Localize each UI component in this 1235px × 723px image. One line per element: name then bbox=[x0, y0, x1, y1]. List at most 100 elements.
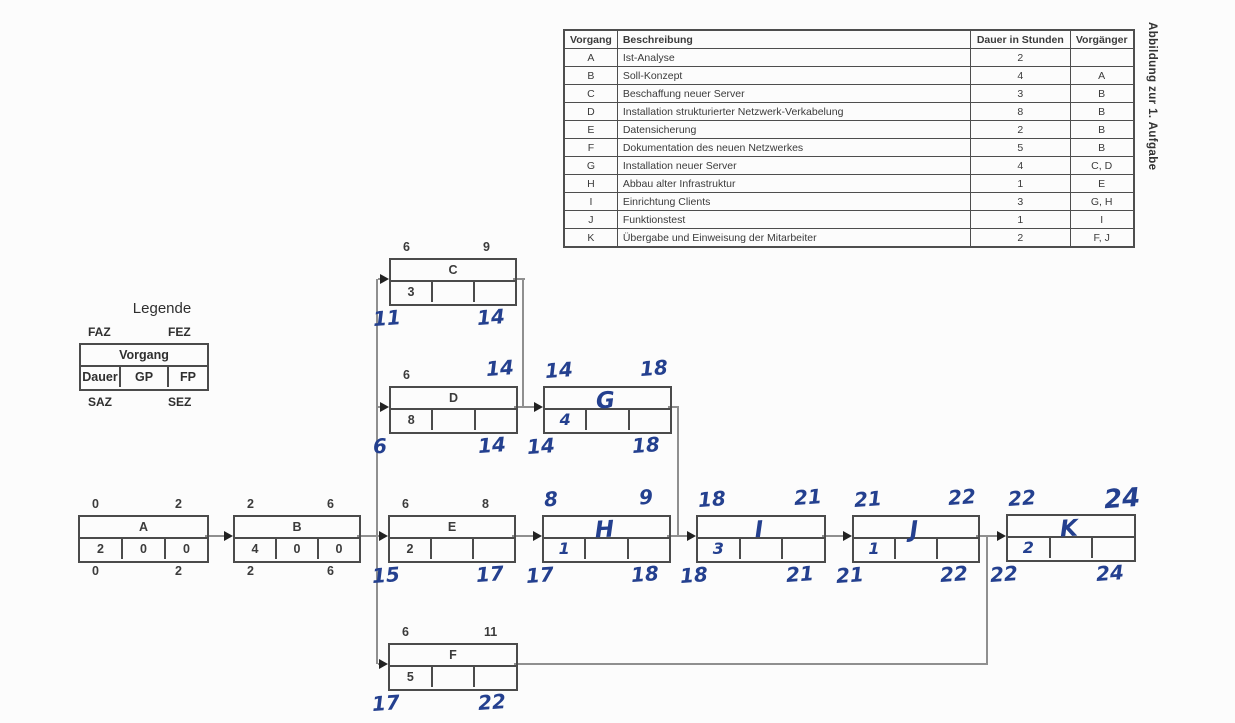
node-box: 1 bbox=[542, 515, 671, 563]
node-fez-label: 11 bbox=[484, 625, 498, 639]
table-cell: Datensicherung bbox=[616, 120, 971, 139]
node-name-row bbox=[1008, 516, 1134, 538]
node-bottom-cells: 2 bbox=[1008, 538, 1134, 558]
node-gp-cell bbox=[741, 539, 784, 559]
node-faz-label: 6 bbox=[403, 368, 410, 382]
table-cell: 1 bbox=[969, 174, 1071, 193]
node-gp-cell bbox=[433, 410, 476, 430]
table-cell: Dokumentation des neuen Netzwerkes bbox=[616, 138, 971, 157]
node-dauer-cell: 3 bbox=[391, 282, 433, 302]
node-gp-cell bbox=[1051, 538, 1094, 558]
node-faz-label: 6 bbox=[402, 497, 409, 511]
node-saz-label: 17 bbox=[525, 562, 555, 588]
node-fp-cell bbox=[938, 539, 978, 559]
table-cell: 3 bbox=[969, 192, 1071, 211]
node-saz-label: 22 bbox=[989, 561, 1019, 587]
node-saz-label: 18 bbox=[679, 562, 709, 588]
node-name-row bbox=[854, 517, 978, 539]
table-cell: 8 bbox=[969, 102, 1071, 121]
node-box: 2 bbox=[1006, 514, 1136, 562]
node-bottom-cells: 4 bbox=[545, 410, 670, 430]
arrowhead-icon bbox=[534, 402, 543, 412]
node-fp-cell bbox=[475, 667, 516, 687]
connector-line bbox=[677, 407, 679, 536]
node-sez-label: 21 bbox=[785, 561, 815, 587]
node-bottom-cells: 3 bbox=[391, 282, 515, 302]
node-faz-label: 22 bbox=[1007, 485, 1037, 511]
legend-gp-cell: GP bbox=[121, 367, 169, 387]
table-header-vorgang: Vorgang bbox=[563, 29, 618, 49]
connector-line bbox=[986, 536, 988, 664]
table-cell: I bbox=[563, 192, 618, 211]
node-sez-label: 14 bbox=[476, 304, 506, 330]
table-cell: Übergabe und Einweisung der Mitarbeiter bbox=[616, 228, 971, 248]
node-sez-label: 22 bbox=[939, 561, 969, 587]
node-box: 1 bbox=[852, 515, 980, 563]
arrowhead-icon bbox=[380, 402, 389, 412]
table-header-vorgnger: Vorgänger bbox=[1069, 29, 1135, 49]
table-cell: 1 bbox=[969, 210, 1071, 229]
connector-line bbox=[376, 279, 378, 664]
node-name-row: A bbox=[80, 517, 207, 539]
node-gp-cell bbox=[587, 410, 630, 430]
legend-faz-label: FAZ bbox=[88, 325, 111, 339]
node-fez-label: 24 bbox=[1102, 482, 1142, 516]
node-bottom-cells: 2 bbox=[390, 539, 514, 559]
node-gp-cell: 0 bbox=[277, 539, 319, 559]
node-gp-value: 0 bbox=[293, 542, 301, 556]
node-dauer-cell: 4 bbox=[235, 539, 277, 559]
node-sez-label: 18 bbox=[630, 561, 660, 587]
node-bottom-cells: 8 bbox=[391, 410, 516, 430]
node-bottom-cells: 5 bbox=[390, 667, 516, 687]
node-dauer-value: 1 bbox=[558, 539, 570, 558]
table-cell: B bbox=[1069, 138, 1135, 157]
node-faz-label: 18 bbox=[697, 486, 727, 512]
node-saz-label: 15 bbox=[371, 562, 401, 588]
arrowhead-icon bbox=[997, 531, 1006, 541]
node-saz-label: 14 bbox=[526, 433, 556, 459]
connector-line bbox=[514, 663, 988, 665]
table-cell: A bbox=[563, 48, 618, 67]
node-name-row: E bbox=[390, 517, 514, 539]
legend-bottom-cells: Dauer GP FP bbox=[81, 367, 207, 387]
table-cell: 2 bbox=[969, 48, 1071, 67]
table-cell: I bbox=[1069, 210, 1135, 229]
node-dauer-cell: 2 bbox=[1008, 538, 1051, 558]
node-fez-label: 6 bbox=[327, 497, 334, 511]
node-faz-label: 14 bbox=[544, 357, 574, 383]
node-sez-label: 17 bbox=[475, 561, 505, 587]
node-sez-label: 14 bbox=[477, 432, 507, 458]
table-cell: Beschaffung neuer Server bbox=[616, 84, 971, 103]
node-gp-cell: 0 bbox=[123, 539, 166, 559]
table-cell: H bbox=[563, 174, 618, 193]
table-cell: G bbox=[563, 156, 618, 175]
table-cell: A bbox=[1069, 66, 1135, 85]
node-name-row bbox=[698, 517, 824, 539]
node-dauer-value: 4 bbox=[559, 410, 571, 429]
node-faz-label: 0 bbox=[92, 497, 99, 511]
table-cell: 2 bbox=[969, 120, 1071, 139]
node-faz-label: 6 bbox=[403, 240, 410, 254]
node-dauer-cell: 3 bbox=[698, 539, 741, 559]
table-cell: F bbox=[563, 138, 618, 157]
node-fp-cell: 0 bbox=[166, 539, 207, 559]
